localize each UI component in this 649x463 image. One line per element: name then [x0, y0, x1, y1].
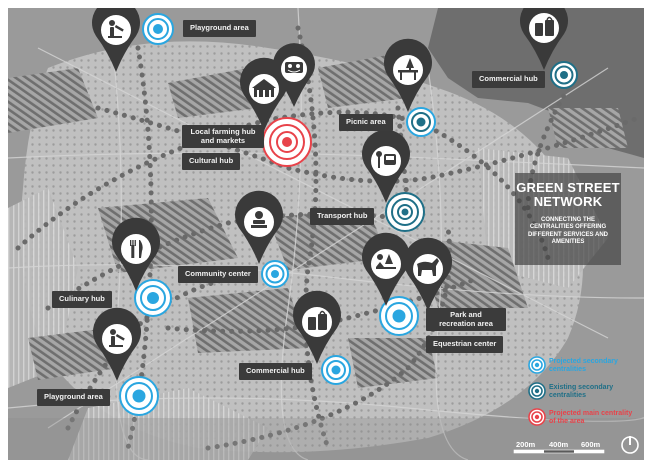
centrality-projected-secondary[interactable] [142, 13, 174, 45]
transport-icon [376, 151, 396, 168]
centrality-projected-secondary[interactable] [261, 260, 289, 288]
overlay [92, 8, 639, 454]
scale-label-600: 600m [581, 440, 601, 449]
legend-symbol-projected-secondary [528, 356, 546, 374]
pin-commercial-top[interactable] [520, 8, 568, 70]
pin-park[interactable] [361, 232, 410, 306]
map-subtitle: CONNECTING THE CENTRALITIES OFFERING DIF… [527, 217, 608, 245]
legend-projected-secondary: Projected secondary centralities [549, 358, 618, 373]
pin-culinary[interactable] [112, 217, 160, 291]
pin-equestrian[interactable] [404, 237, 452, 311]
shopping-bag-icon [308, 310, 327, 330]
hatched-zone [188, 288, 308, 353]
playground-icon [108, 20, 124, 38]
hatched-zone [8, 68, 98, 133]
label-community-center: Community center [178, 266, 258, 283]
north-arrow-icon [621, 436, 639, 454]
horse-icon [417, 258, 439, 276]
pin-commercial-bottom[interactable] [293, 290, 341, 364]
label-cultural-hub: Cultural hub [182, 153, 241, 170]
pin-picnic[interactable] [384, 38, 432, 112]
label-culinary-hub: Culinary hub [52, 291, 112, 308]
picnic-icon [398, 58, 418, 80]
label-park-recreation: Park and recreation area [426, 308, 506, 332]
hatched-zone [168, 68, 258, 118]
label-playground-area-top: Playground area [183, 20, 256, 37]
map-canvas: Playground area Commercial hub Picnic ar… [8, 8, 644, 460]
centrality-projected-secondary[interactable] [379, 296, 419, 336]
scale-label-200: 200m [516, 440, 536, 449]
scale-label-400: 400m [549, 440, 569, 449]
label-local-farming-hub: Local farming hub and markets [182, 125, 264, 149]
pin-playground-bottom[interactable] [93, 307, 141, 381]
pin-playground-top[interactable] [92, 8, 140, 72]
centrality-projected-secondary[interactable] [406, 107, 436, 137]
playground-icon [109, 329, 125, 347]
centrality-existing-secondary[interactable] [385, 192, 425, 232]
scale-bar [513, 449, 605, 454]
label-commercial-hub-top: Commercial hub [472, 71, 545, 88]
pin-local-farming[interactable] [240, 57, 288, 131]
centrality-existing-secondary[interactable] [550, 61, 578, 89]
map-title-box: GREEN STREET NETWORK CONNECTING THE CENT… [515, 173, 621, 265]
label-commercial-hub-bottom: Commercial hub [239, 363, 312, 380]
hatched-zone [348, 338, 438, 388]
centrality-projected-secondary[interactable] [134, 279, 172, 317]
legend-symbol-projected-main [528, 408, 546, 426]
pin-cultural[interactable] [273, 43, 315, 107]
pin-community[interactable] [235, 190, 284, 264]
legend-existing-secondary: Existing secondary centralities [549, 384, 614, 399]
hatched-zone [548, 108, 628, 148]
farming-hub-icon [252, 79, 276, 97]
park-icon [376, 254, 396, 269]
legend-symbol-existing-secondary [528, 382, 546, 400]
community-center-icon [251, 211, 267, 228]
centrality-projected-secondary[interactable] [321, 355, 351, 385]
map-title: GREEN STREET NETWORK [516, 180, 620, 209]
pin-transport[interactable] [361, 129, 410, 203]
label-equestrian-center: Equestrian center [426, 336, 504, 353]
centrality-projected-main[interactable] [262, 117, 312, 167]
label-transport-hub: Transport hub [310, 208, 375, 225]
label-picnic-area: Picnic area [339, 114, 393, 131]
centrality-projected-secondary[interactable] [119, 376, 159, 416]
legend-projected-main: Projected main centrality of the area [549, 410, 633, 425]
label-playground-area-bottom: Playground area [37, 389, 110, 406]
shopping-bag-icon [535, 16, 554, 36]
cultural-hub-icon [285, 62, 303, 73]
fork-knife-icon [130, 240, 143, 258]
